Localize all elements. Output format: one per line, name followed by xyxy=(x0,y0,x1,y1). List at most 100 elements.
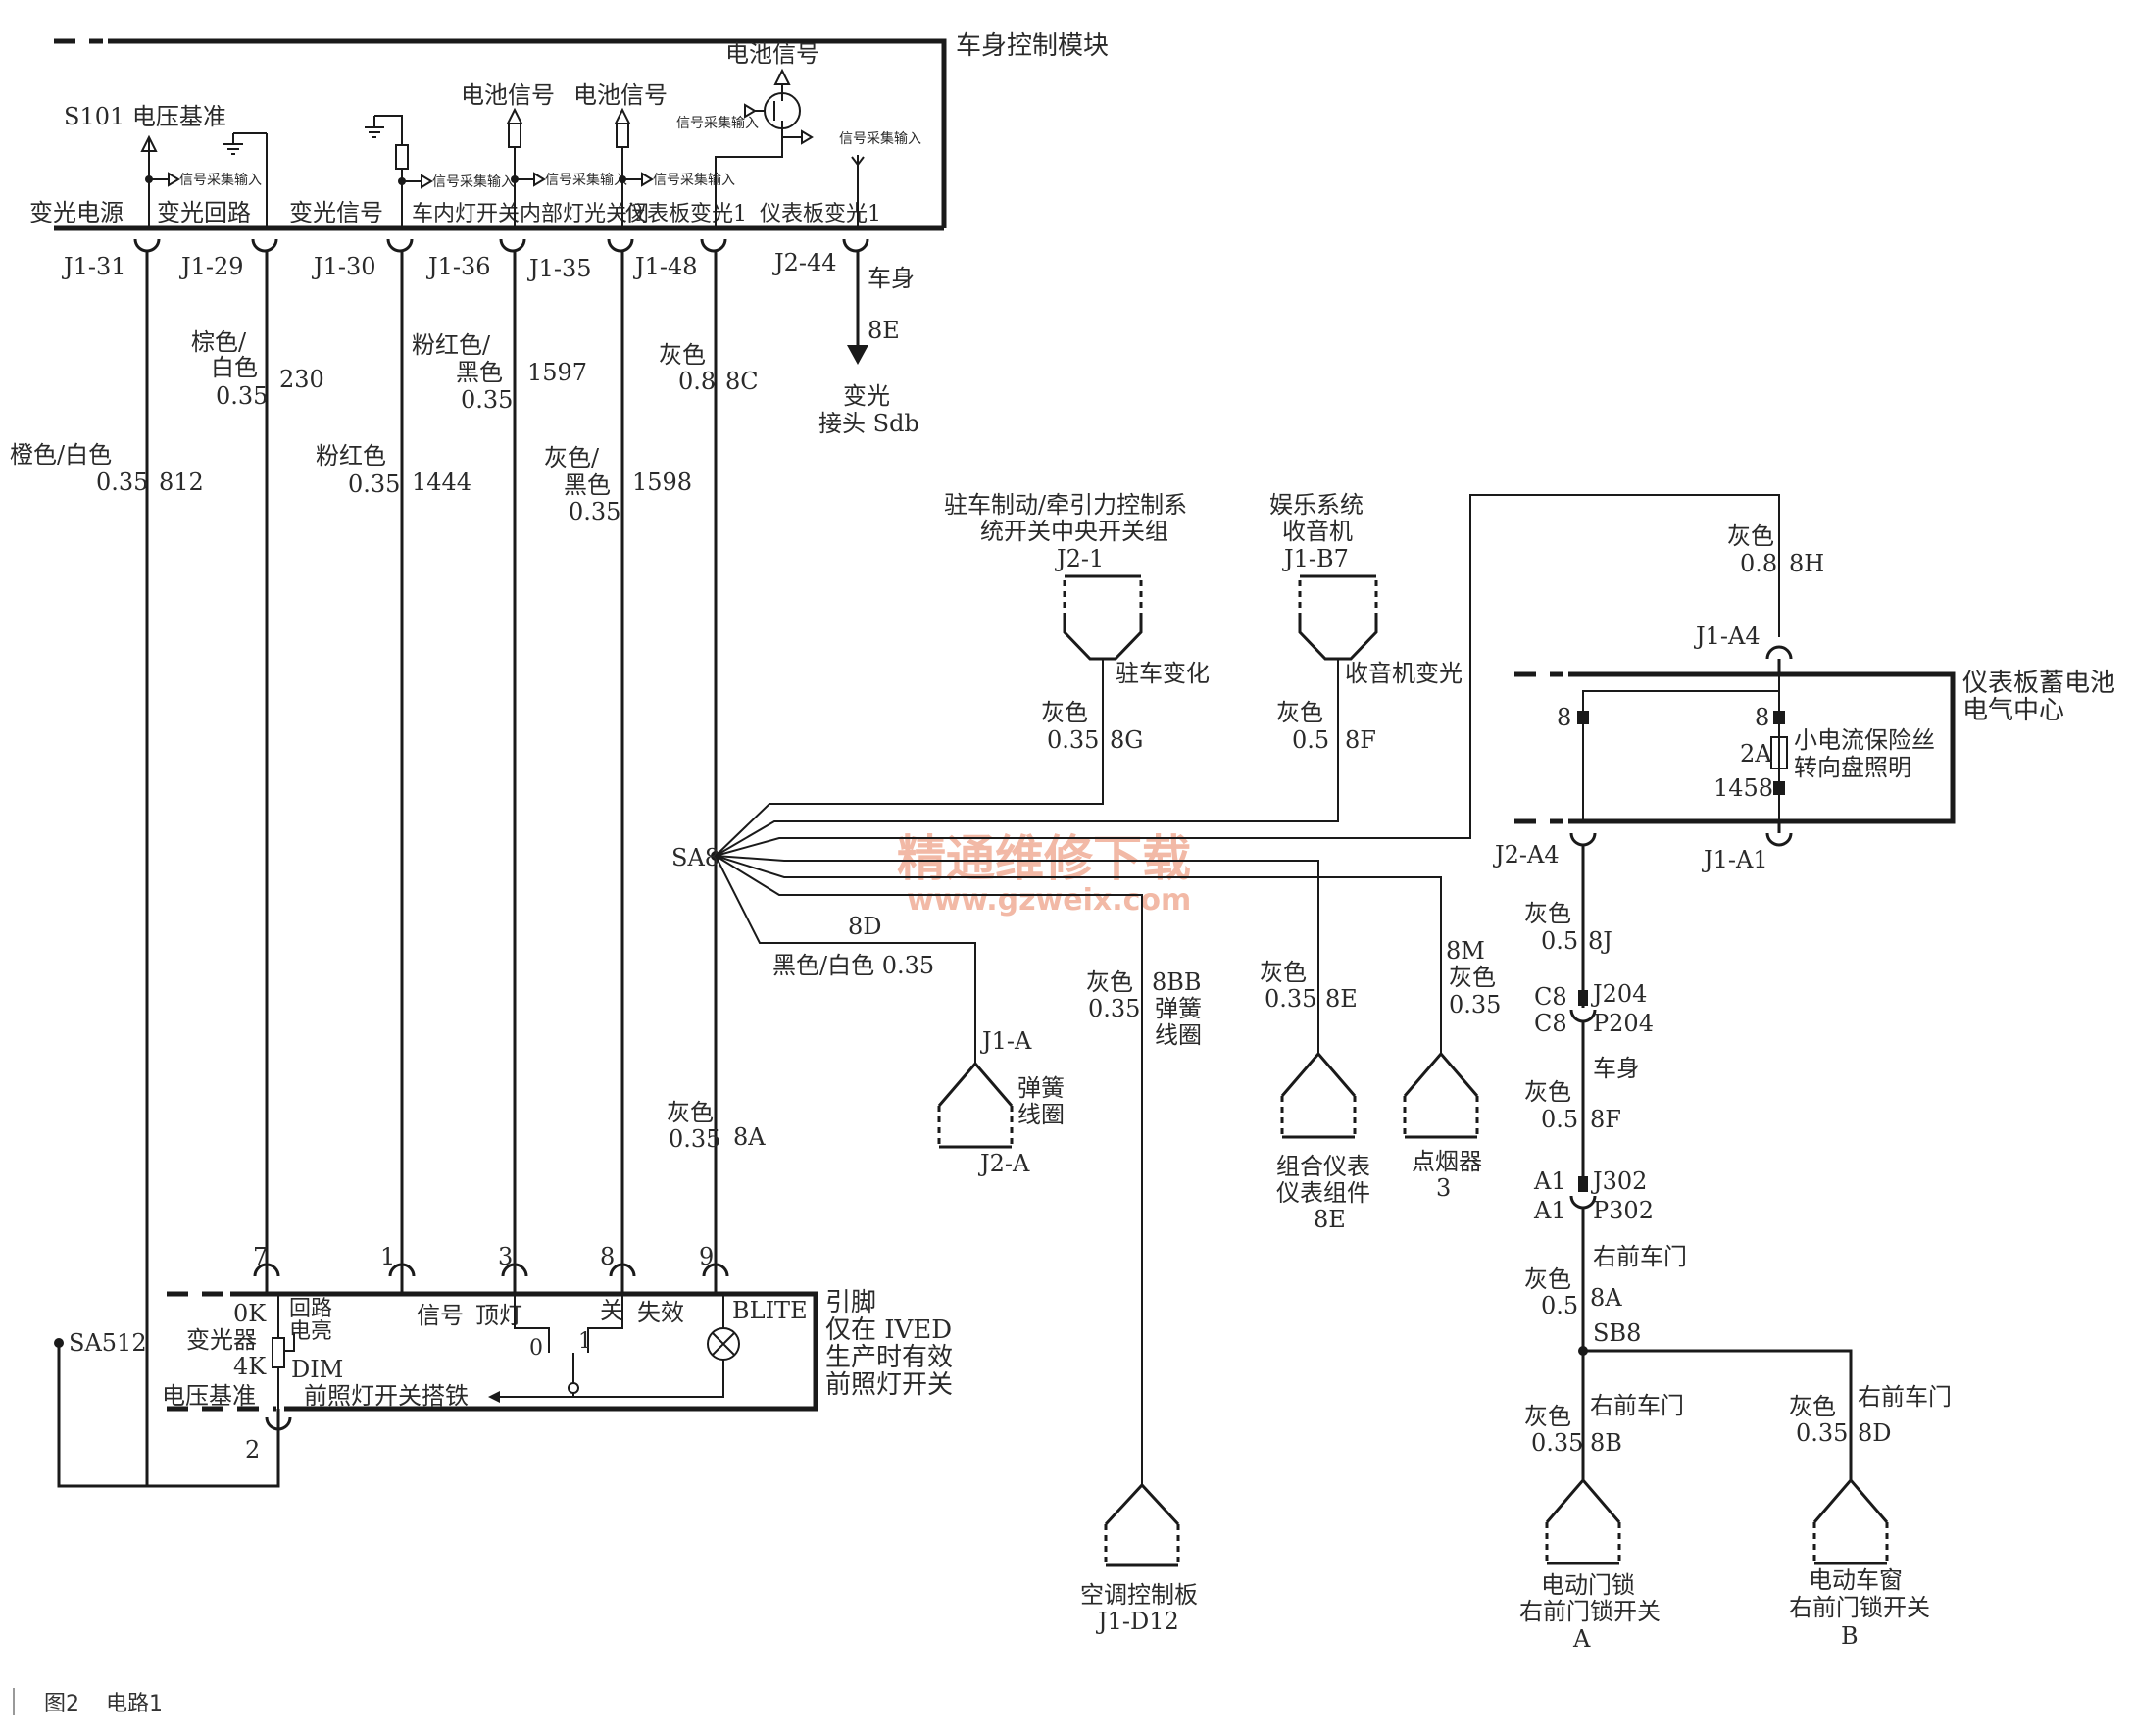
wire-gauge-label: 0.35 xyxy=(1449,991,1501,1018)
wire-circuit-label: 8BB xyxy=(1152,968,1202,996)
ipbec-title: 电气中心 xyxy=(1962,696,2064,725)
switch-pin-label: 7 xyxy=(253,1243,268,1270)
battery-signal-label: 电池信号 xyxy=(461,81,555,109)
wire-gauge-label: 0.8 xyxy=(1740,550,1777,577)
voltage-ref-arrow-icon xyxy=(140,134,158,152)
wire-color-label: 棕色/ xyxy=(191,328,247,356)
wire-note: 车身 xyxy=(1593,1055,1640,1082)
pin-label: B xyxy=(1841,1622,1859,1650)
inline-cavity: A1 xyxy=(1533,1167,1566,1195)
component-label: 右前门锁开关 xyxy=(1519,1598,1661,1625)
wire-color-label: 灰色 xyxy=(1524,900,1571,927)
component-label: 仪表组件 xyxy=(1276,1179,1370,1207)
battery-signal-label: 电池信号 xyxy=(725,40,819,68)
wire-gauge-label: 0.35 xyxy=(348,471,400,498)
switch-pin-label: 8 xyxy=(600,1243,615,1270)
sa8-splice-fanout: SA8 xyxy=(671,494,1780,1485)
wire-circuit-label: 1597 xyxy=(527,359,587,386)
wire-circuit-label: 8D xyxy=(848,913,882,940)
wire-color-label: 灰色 xyxy=(1260,959,1307,986)
resistor-icon xyxy=(395,144,409,170)
wire-gauge-label: 0.35 xyxy=(669,1125,720,1153)
wire-color-label: 灰色 xyxy=(667,1099,714,1126)
signal-input-arrow-icon xyxy=(421,174,433,189)
wire-gauge-label: 0.35 xyxy=(1088,995,1140,1022)
hvac-control: 灰色 0.35 8BB 弹簧 线圈 空调控制板 J1-D12 xyxy=(1080,968,1202,1635)
wire-color-label: 灰色 xyxy=(1086,968,1133,996)
inline-connector: J204 xyxy=(1590,980,1647,1008)
connector-shell-icon xyxy=(1298,574,1378,661)
connector-icon xyxy=(607,238,634,253)
wire-circuit-label: 8E xyxy=(1325,985,1358,1013)
wire-color-label: 灰色 xyxy=(1449,964,1496,991)
inline-cavity: C8 xyxy=(1534,983,1567,1011)
cigar-lighter: 8M 灰色 0.35 点烟器 3 xyxy=(1403,937,1501,1202)
dimmer-label: 变光 xyxy=(843,382,890,410)
parking-brake-switch: 驻车制动/牵引力控制系 统开关中央开关组 J2-1 驻车变化 灰色 0.35 8… xyxy=(944,491,1210,754)
connector-icon xyxy=(842,238,869,253)
connector-shell-icon xyxy=(1812,1477,1889,1523)
battery-signal-arrow-icon xyxy=(506,107,523,124)
inline-cavity: A1 xyxy=(1533,1197,1566,1224)
watermark-url-text: www.gzweix.com xyxy=(907,883,1191,918)
wire-color-label: 灰色 xyxy=(1276,699,1323,726)
switch-note-line: 前照灯开关 xyxy=(825,1370,953,1400)
bcm-connector-label: J1-30 xyxy=(311,253,376,280)
wire-gauge-label: 0.5 xyxy=(1541,927,1578,955)
ground-arrow-icon xyxy=(488,1391,500,1403)
wire-circuit-label: 230 xyxy=(279,366,324,393)
connector-shell-icon xyxy=(1403,1051,1479,1097)
ip-battery-electrical-center: 灰色 0.8 8H J1-A4 仪表板蓄电池 电气中心 8 8 2A 小电流保险… xyxy=(1492,522,2115,873)
inline-connector: J302 xyxy=(1590,1167,1647,1195)
ipbec-title: 仪表板蓄电池 xyxy=(1962,669,2115,698)
wire-color-label: 橙色/白色 xyxy=(10,441,112,469)
instrument-cluster: 灰色 0.35 8E 组合仪表 仪表组件 8E xyxy=(1260,959,1370,1233)
wire-circuit-label: 8F xyxy=(1590,1106,1621,1133)
wire-8e xyxy=(715,855,1319,1054)
connector-label: J1-A xyxy=(979,1027,1032,1055)
wire-8h xyxy=(715,494,1780,857)
wire-color-label: 粉红色/ xyxy=(412,331,491,359)
bcm-pin-function-label: 变光信号 xyxy=(289,199,383,226)
signal-input-arrow-icon xyxy=(744,103,757,119)
wire-note: 右前车门 xyxy=(1858,1383,1952,1411)
wire-8g xyxy=(715,659,1104,857)
connector-label: J1-D12 xyxy=(1095,1608,1179,1635)
bcm-harness-wires: 橙色/白色 0.35 812 棕色/ 白色 0.35 230 粉红色 0.35 … xyxy=(10,251,766,1488)
signal-input-label: 信号采集输入 xyxy=(839,130,921,147)
component-note: 收音机变光 xyxy=(1345,660,1463,687)
wire-gauge-label: 0.8 xyxy=(678,368,716,395)
fuse-label: 小电流保险丝 xyxy=(1794,726,1935,754)
signal-label: 信号 xyxy=(417,1302,464,1329)
ipbec-outline xyxy=(1568,671,1956,824)
battery-signal-label: 电池信号 xyxy=(573,81,668,109)
wire-circuit-label: 8H xyxy=(1789,550,1824,577)
switch-note-line: 引脚 xyxy=(825,1288,876,1317)
connector-icon xyxy=(1569,1009,1597,1023)
wire-note: 弹簧 xyxy=(1155,995,1202,1022)
wire-color-label: 黑色/白色 0.35 xyxy=(772,952,934,979)
component-note: 驻车变化 xyxy=(1116,660,1210,687)
wire-gauge-label: 0.35 xyxy=(569,498,620,525)
component-label: 组合仪表 xyxy=(1276,1153,1370,1180)
figure-title: 电路1 xyxy=(106,1692,163,1716)
splice-dot xyxy=(54,1338,64,1348)
figure-number: 图2 xyxy=(44,1692,79,1716)
pin-label: 8 xyxy=(1755,704,1769,731)
voltage-ref-label: 电压基准 xyxy=(162,1382,256,1410)
component-label: 点烟器 xyxy=(1412,1148,1482,1175)
connector-icon xyxy=(499,238,526,253)
signal-input-label: 信号采集输入 xyxy=(653,172,735,188)
connector-label: J1-B7 xyxy=(1281,545,1349,572)
off-label: 关 xyxy=(600,1297,623,1324)
wire-circuit-label: 8A xyxy=(1590,1284,1622,1312)
connector-icon xyxy=(386,238,414,253)
bcm-pin-function-label: 仪表板变光1 xyxy=(625,202,747,226)
terminal-icon xyxy=(1773,711,1785,724)
wire-8f xyxy=(715,659,1339,857)
wire-color-label: 灰色 xyxy=(1041,699,1088,726)
terminal-icon xyxy=(1577,711,1589,724)
battery-signal-arrow-icon xyxy=(614,107,631,124)
wire-circuit-label: 8A xyxy=(733,1123,766,1151)
